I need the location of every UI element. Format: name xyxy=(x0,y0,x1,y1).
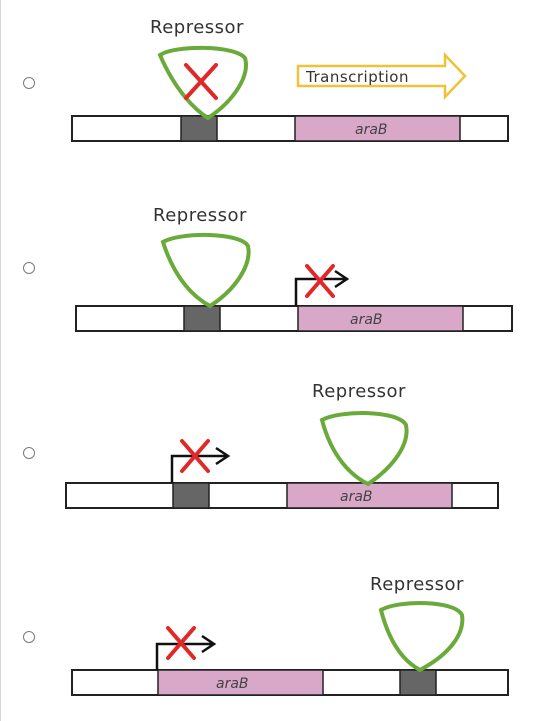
option-1-gene-block xyxy=(294,115,461,142)
option-1-repressor-shape xyxy=(157,45,248,121)
option-2-promoter-arrow-icon xyxy=(294,269,350,306)
option-1-operator xyxy=(180,115,218,142)
option-2-radio[interactable] xyxy=(23,262,35,274)
option-3-operator xyxy=(172,482,210,509)
option-1-gene-label: araB xyxy=(355,122,388,138)
option-3-repressor-label: Repressor xyxy=(312,381,406,402)
option-4-diagram[interactable]: Repressor araB xyxy=(0,0,556,696)
option-2-repressor-label: Repressor xyxy=(153,205,247,226)
option-4-repressor-label: Repressor xyxy=(370,574,464,595)
option-4-gene-block xyxy=(157,669,324,696)
option-2-gene-label: araB xyxy=(350,312,383,328)
option-3-promoter-arrow-icon xyxy=(170,446,231,483)
left-border xyxy=(0,0,1,721)
option-3-repressor-shape xyxy=(319,411,409,487)
option-3-cross-icon xyxy=(180,439,210,473)
option-4-operator xyxy=(399,669,437,696)
option-1-repressor-label: Repressor xyxy=(150,17,244,38)
option-3-gene-label: araB xyxy=(340,489,373,505)
option-1-cross-icon xyxy=(184,63,218,100)
option-4-radio[interactable] xyxy=(23,631,35,643)
option-2-diagram[interactable]: Repressor araB xyxy=(0,0,556,332)
option-2-operator xyxy=(183,305,221,332)
option-1-transcription-label: Transcription xyxy=(305,68,409,86)
option-3-diagram[interactable]: Repressor araB xyxy=(0,0,556,509)
option-1-transcription-arrow-icon xyxy=(296,51,467,101)
option-4-promoter-arrow-icon xyxy=(155,634,217,670)
option-3-radio[interactable] xyxy=(23,447,35,459)
option-2-repressor-shape xyxy=(160,233,251,309)
option-4-gene-label: araB xyxy=(216,676,249,692)
option-4-repressor-shape xyxy=(378,601,465,673)
option-2-gene-block xyxy=(297,305,464,332)
option-1-diagram[interactable]: Repressor araB Transcription xyxy=(0,0,556,180)
option-1-radio[interactable] xyxy=(23,77,35,89)
option-4-cross-icon xyxy=(166,626,196,660)
option-2-cross-icon xyxy=(305,264,335,298)
